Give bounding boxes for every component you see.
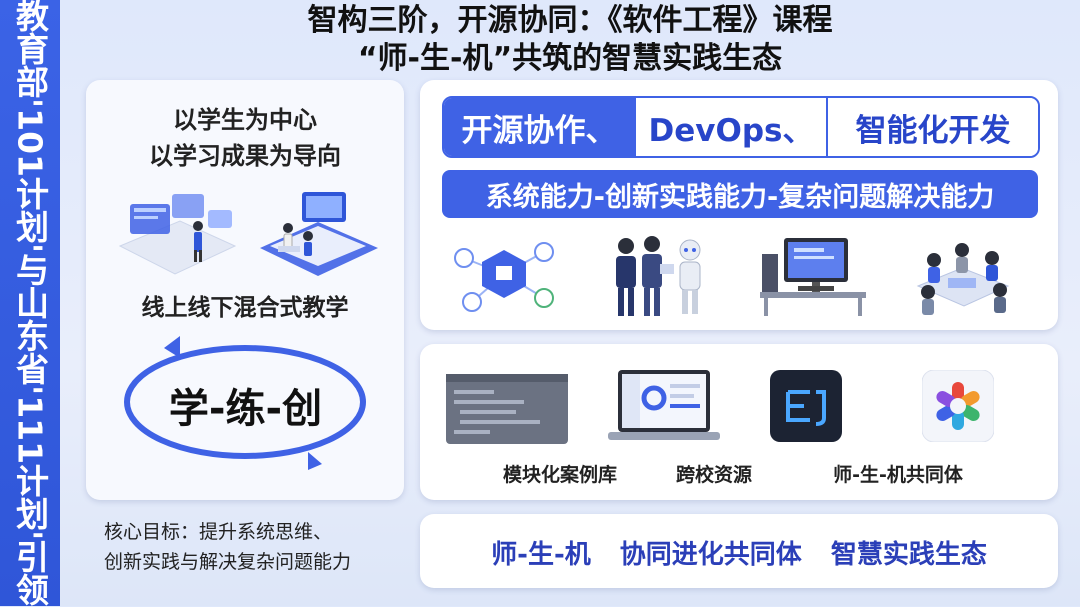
student-centered-text: 以学生为中心 <box>173 106 317 134</box>
caption-case-library: 模块化案例库 <box>502 464 617 486</box>
sidebar-banner: 教育部'101计划'与山东省'111计划'引领 <box>0 0 60 607</box>
caption-community: 师-生-机共同体 <box>833 464 963 486</box>
network-hub-icon <box>454 242 554 312</box>
classroom-illustration <box>260 192 378 276</box>
caption-cross-school: 跨校资源 <box>675 464 752 486</box>
competency-panel: 开源协作、 DevOps、 智能化开发 系统能力-创新实践能力-复杂问题解决能力 <box>420 80 1058 330</box>
goal-line-1: 核心目标：提升系统思维、 <box>104 521 333 543</box>
core-goal: 核心目标：提升系统思维、 创新实践与解决复杂问题能力 <box>104 517 351 577</box>
outcome-oriented-text: 以学习成果为导向 <box>149 142 341 170</box>
practice-pill-row: 开源协作、 DevOps、 智能化开发 <box>442 96 1040 158</box>
cycle-label: 学-练-创 <box>168 386 323 432</box>
left-panel: 以学生为中心 以学习成果为导向 线上线下混合式教学 学-练-创 <box>86 80 404 500</box>
human-robot-collab-icon <box>616 236 701 316</box>
laptop-dashboard-icon <box>608 370 720 440</box>
pill-open-source: 开源协作、 <box>444 98 634 156</box>
ecosystem-text: 师-生-机 协同进化共同体 智慧实践生态 <box>491 540 987 570</box>
pill-devops: DevOps、 <box>634 98 826 156</box>
resources-panel: 模块化案例库 跨校资源 师-生-机共同体 <box>420 344 1058 500</box>
workstation-icon <box>760 238 866 316</box>
ecosystem-panel: 师-生-机 协同进化共同体 智慧实践生态 <box>420 514 1058 588</box>
ai-assistant-icon <box>922 370 994 442</box>
learn-practice-create-cycle <box>124 336 366 470</box>
pill-intelligent-dev: 智能化开发 <box>826 98 1038 156</box>
goal-line-2: 创新实践与解决复杂问题能力 <box>104 551 352 573</box>
blended-teaching-text: 线上线下混合式教学 <box>141 295 349 321</box>
sidebar-text: 教育部'101计划'与山东省'111计划'引领 <box>10 0 50 607</box>
title-line-2: “师-生-机”共筑的智慧实践生态 <box>357 41 783 76</box>
online-learning-illustration <box>118 194 237 275</box>
page-title: 智构三阶，开源协同：《软件工程》课程 “师-生-机”共筑的智慧实践生态 <box>60 2 1080 78</box>
title-line-1: 智构三阶，开源协同：《软件工程》课程 <box>307 3 833 38</box>
code-editor-icon <box>446 374 568 444</box>
team-meeting-icon <box>916 243 1010 315</box>
capability-banner: 系统能力-创新实践能力-复杂问题解决能力 <box>442 170 1038 218</box>
ide-app-icon <box>770 370 842 442</box>
